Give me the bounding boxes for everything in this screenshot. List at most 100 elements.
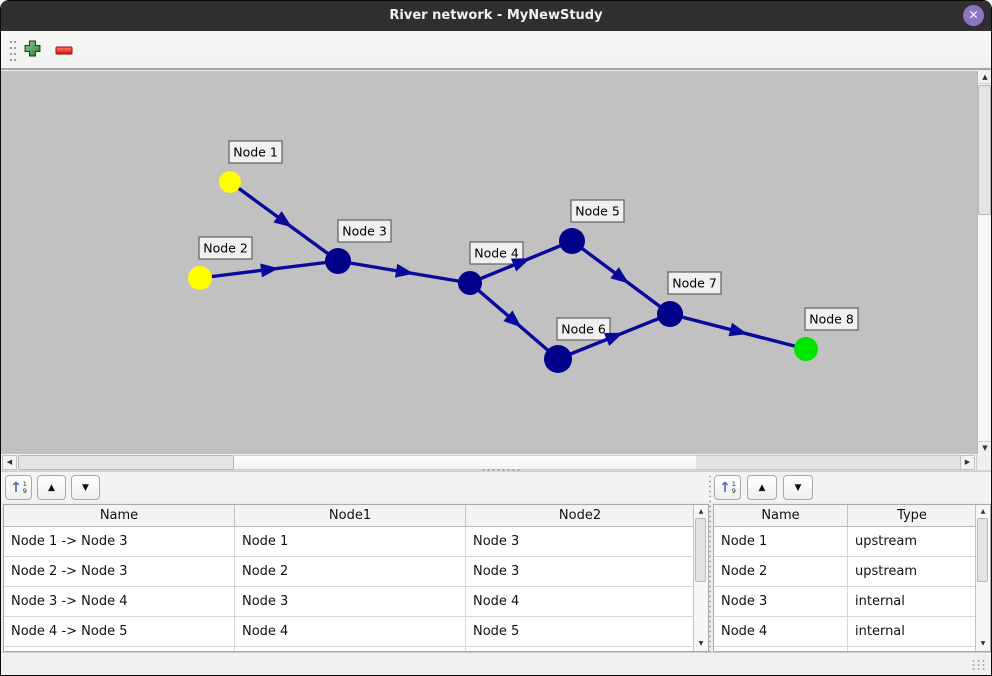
graph-node-label-box[interactable] bbox=[228, 140, 283, 164]
graph-node[interactable] bbox=[219, 171, 241, 193]
table-cell[interactable]: Node 1 -> Node 3 bbox=[4, 527, 235, 557]
scroll-down-button[interactable]: ▼ bbox=[694, 638, 708, 650]
column-header[interactable]: Type bbox=[848, 505, 977, 527]
graph-node[interactable] bbox=[794, 337, 818, 361]
graph-node[interactable] bbox=[188, 266, 212, 290]
scroll-down-button[interactable]: ▼ bbox=[978, 441, 991, 454]
canvas-horizontal-scrollbar[interactable]: ◀ ▶ bbox=[1, 454, 991, 471]
branches-table-scrollbar[interactable]: ▲ ▼ bbox=[693, 505, 708, 651]
table-cell[interactable]: Node 2 bbox=[714, 557, 848, 587]
graph-node[interactable] bbox=[657, 301, 683, 327]
graph-node[interactable] bbox=[559, 228, 585, 254]
close-button[interactable]: ✕ bbox=[963, 5, 984, 26]
table-cell[interactable]: Node 4 -> Node 5 bbox=[4, 617, 235, 647]
nodes-move-down-button[interactable]: ▼ bbox=[783, 475, 813, 500]
graph-node[interactable] bbox=[458, 271, 482, 295]
vertical-splitter-handle[interactable] bbox=[708, 474, 712, 652]
table-cell[interactable]: Node 3 bbox=[714, 587, 848, 617]
horizontal-scrollbar-thumb[interactable] bbox=[18, 455, 234, 470]
horizontal-scrollbar-track[interactable] bbox=[234, 455, 696, 470]
graph-node-label: Node 6 bbox=[561, 322, 606, 337]
minus-icon bbox=[55, 41, 73, 60]
scroll-down-icon: ▼ bbox=[980, 640, 986, 647]
add-node-button[interactable] bbox=[21, 39, 43, 61]
scroll-down-button[interactable]: ▼ bbox=[976, 638, 990, 650]
graph-node[interactable] bbox=[325, 248, 351, 274]
column-header[interactable]: Name bbox=[714, 505, 848, 527]
remove-node-button[interactable] bbox=[53, 39, 75, 61]
toolbar-drag-handle[interactable] bbox=[9, 39, 17, 63]
horizontal-scrollbar-track-right[interactable] bbox=[696, 455, 960, 470]
scroll-right-button[interactable]: ▶ bbox=[960, 455, 975, 470]
scroll-up-button[interactable]: ▲ bbox=[978, 71, 991, 84]
graph-node-label: Node 7 bbox=[672, 276, 717, 291]
table-cell[interactable]: Node 3 -> Node 4 bbox=[4, 587, 235, 617]
table-cell[interactable] bbox=[235, 647, 466, 651]
graph-node-label: Node 2 bbox=[203, 241, 248, 256]
scroll-up-icon: ▲ bbox=[982, 73, 988, 81]
table-cell[interactable]: Node 2 -> Node 3 bbox=[4, 557, 235, 587]
title-bar[interactable]: River network - MyNewStudy ✕ bbox=[1, 1, 991, 31]
scroll-up-button[interactable]: ▲ bbox=[976, 506, 990, 518]
table-cell[interactable]: internal bbox=[848, 617, 977, 647]
scroll-up-button[interactable]: ▲ bbox=[694, 506, 708, 518]
column-header[interactable]: Node2 bbox=[466, 505, 695, 527]
branches-move-down-button[interactable]: ▼ bbox=[71, 475, 100, 500]
table-scrollbar-thumb[interactable] bbox=[977, 518, 988, 582]
window-resize-grip[interactable] bbox=[971, 659, 987, 671]
graph-node-label-box[interactable] bbox=[198, 236, 253, 260]
graph-node-label-box[interactable] bbox=[337, 219, 392, 243]
graph-node[interactable] bbox=[544, 345, 572, 373]
scroll-down-icon: ▼ bbox=[982, 444, 988, 452]
table-cell[interactable]: Node 1 bbox=[235, 527, 466, 557]
graph-node-label-box[interactable] bbox=[469, 241, 524, 265]
table-cell[interactable]: Node 1 bbox=[714, 527, 848, 557]
graph-node-label-box[interactable] bbox=[667, 271, 722, 295]
table-cell[interactable]: Node 4 bbox=[235, 617, 466, 647]
main-toolbar bbox=[1, 31, 991, 70]
graph-node-label-box[interactable] bbox=[556, 317, 611, 341]
canvas-vertical-scrollbar[interactable]: ▲ ▼ bbox=[977, 71, 991, 454]
table-cell[interactable]: Node 3 bbox=[466, 527, 695, 557]
column-header[interactable]: Node1 bbox=[235, 505, 466, 527]
graph-node-label-box[interactable] bbox=[804, 307, 859, 331]
nodes-table-scrollbar[interactable]: ▲ ▼ bbox=[975, 505, 990, 651]
horizontal-splitter-handle[interactable] bbox=[481, 468, 521, 472]
graph-node-label-box[interactable] bbox=[570, 199, 625, 223]
nodes-move-up-button[interactable]: ▲ bbox=[747, 475, 777, 500]
up-arrow-icon: ▲ bbox=[48, 482, 55, 493]
status-bar bbox=[1, 652, 991, 675]
table-cell[interactable]: Node 3 bbox=[466, 557, 695, 587]
column-header[interactable]: Name bbox=[4, 505, 235, 527]
table-cell[interactable]: Node 5 bbox=[466, 617, 695, 647]
branches-move-up-button[interactable]: ▲ bbox=[37, 475, 66, 500]
table-cell[interactable] bbox=[714, 647, 848, 651]
table-cell[interactable]: Node 3 bbox=[235, 587, 466, 617]
scroll-left-button[interactable]: ◀ bbox=[2, 455, 17, 470]
graph-edge-arrow-icon bbox=[503, 310, 522, 328]
table-cell[interactable] bbox=[4, 647, 235, 651]
table-cell[interactable]: Node 2 bbox=[235, 557, 466, 587]
table-cell[interactable]: internal bbox=[848, 587, 977, 617]
table-cell[interactable]: Node 4 bbox=[466, 587, 695, 617]
table-scrollbar-thumb[interactable] bbox=[695, 518, 706, 582]
table-cell[interactable]: Node 4 bbox=[714, 617, 848, 647]
table-cell[interactable]: upstream bbox=[848, 557, 977, 587]
vertical-scrollbar-thumb[interactable] bbox=[978, 85, 991, 215]
table-cell[interactable]: upstream bbox=[848, 527, 977, 557]
